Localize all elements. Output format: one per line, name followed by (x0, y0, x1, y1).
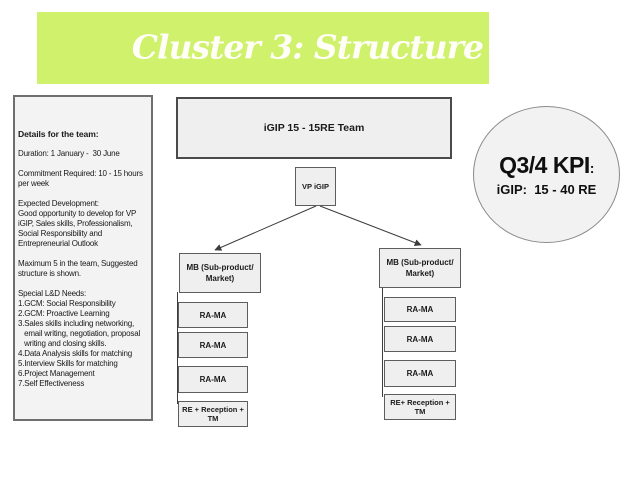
org-box-rama-right-2: RA-MA (384, 326, 456, 352)
org-box-re-left: RE + Reception + TM (178, 401, 248, 427)
org-box-mb-right: MB (Sub-product/ Market) (379, 248, 461, 288)
org-box-rama-right-3: RA-MA (384, 360, 456, 387)
team-details-body: Duration: 1 January - 30 June Commitment… (18, 149, 143, 388)
kpi-title-text: Q3/4 KPI (499, 152, 590, 178)
kpi-circle: Q3/4 KPI: iGIP: 15 - 40 RE (473, 106, 620, 243)
connector-vp-to-right-mb (319, 205, 422, 246)
title-banner: Cluster 3: Structure (37, 12, 489, 84)
org-box-rama-left-3: RA-MA (178, 366, 248, 393)
org-box-mb-left: MB (Sub-product/ Market) (179, 253, 261, 293)
kpi-title: Q3/4 KPI: (499, 152, 594, 179)
org-box-rama-right-1: RA-MA (384, 297, 456, 322)
connector-vp-to-left-mb (214, 205, 317, 251)
team-details-panel: Details for the team: Duration: 1 Januar… (13, 95, 153, 421)
org-box-vp: VP iGIP (295, 167, 336, 206)
org-box-rama-left-1: RA-MA (178, 302, 248, 328)
org-box-re-right: RE+ Reception + TM (384, 394, 456, 420)
org-box-rama-left-2: RA-MA (178, 332, 248, 358)
org-box-team: iGIP 15 - 15RE Team (176, 97, 452, 159)
team-details-heading: Details for the team: (18, 129, 99, 139)
kpi-title-colon: : (589, 160, 595, 176)
slide-title: Cluster 3: Structure (131, 27, 484, 67)
kpi-value: iGIP: 15 - 40 RE (496, 182, 597, 197)
